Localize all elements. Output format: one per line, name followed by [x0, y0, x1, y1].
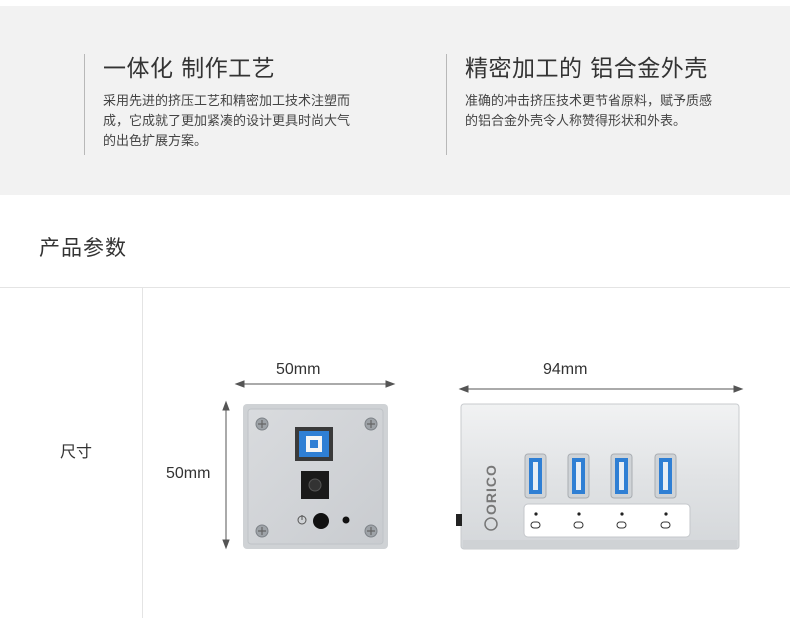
- hub-front-view: [243, 404, 388, 549]
- power-symbol-icon: [297, 515, 307, 525]
- screw-icon: [364, 524, 378, 538]
- led-indicator-icon: [342, 516, 350, 524]
- divider: [0, 287, 790, 288]
- front-width-arrow: [234, 380, 396, 388]
- usb-b-port-icon: [295, 427, 333, 461]
- switch-panel: [523, 503, 691, 538]
- usb-a-port-icon: [524, 453, 547, 499]
- toggle-switch-icon: [530, 521, 671, 529]
- feature-item: 一体化 制作工艺 采用先进的挤压工艺和精密加工技术注塑而成，它成就了更加紧凑的设…: [84, 54, 384, 155]
- feature-title: 精密加工的 铝合金外壳: [465, 56, 708, 82]
- led-dot-icon: [534, 512, 668, 516]
- usb-a-port-icon: [610, 453, 633, 499]
- feature-item: 精密加工的 铝合金外壳 准确的冲击挤压技术更节省原料，赋予质感的铝合金外壳令人称…: [446, 54, 746, 155]
- side-length-label: 94mm: [543, 361, 588, 378]
- screw-icon: [255, 524, 269, 538]
- section-title: 产品参数: [39, 236, 127, 260]
- hub-side-view: ORICO: [456, 403, 740, 550]
- front-width-label: 50mm: [276, 361, 321, 378]
- screw-icon: [255, 417, 269, 431]
- screw-icon: [364, 417, 378, 431]
- logo-text: ORICO: [483, 464, 499, 515]
- front-height-label: 50mm: [166, 465, 211, 482]
- feature-title: 一体化 制作工艺: [103, 56, 276, 82]
- feature-description: 采用先进的挤压工艺和精密加工技术注塑而成，它成就了更加紧凑的设计更具时尚大气的出…: [103, 94, 351, 149]
- divider: [142, 287, 143, 618]
- usb-a-port-icon: [567, 453, 590, 499]
- side-length-arrow: [458, 385, 744, 393]
- dc-power-jack-icon: [301, 471, 329, 499]
- features-banner: 一体化 制作工艺 采用先进的挤压工艺和精密加工技术注塑而成，它成就了更加紧凑的设…: [0, 6, 790, 195]
- usb-a-port-icon: [654, 453, 677, 499]
- spec-row-label: 尺寸: [60, 442, 93, 461]
- orico-logo: ORICO: [483, 464, 499, 531]
- front-height-arrow: [222, 400, 230, 550]
- feature-description: 准确的冲击挤压技术更节省原料，赋予质感的铝合金外壳令人称赞得形状和外表。: [465, 94, 713, 129]
- power-button: [313, 513, 329, 529]
